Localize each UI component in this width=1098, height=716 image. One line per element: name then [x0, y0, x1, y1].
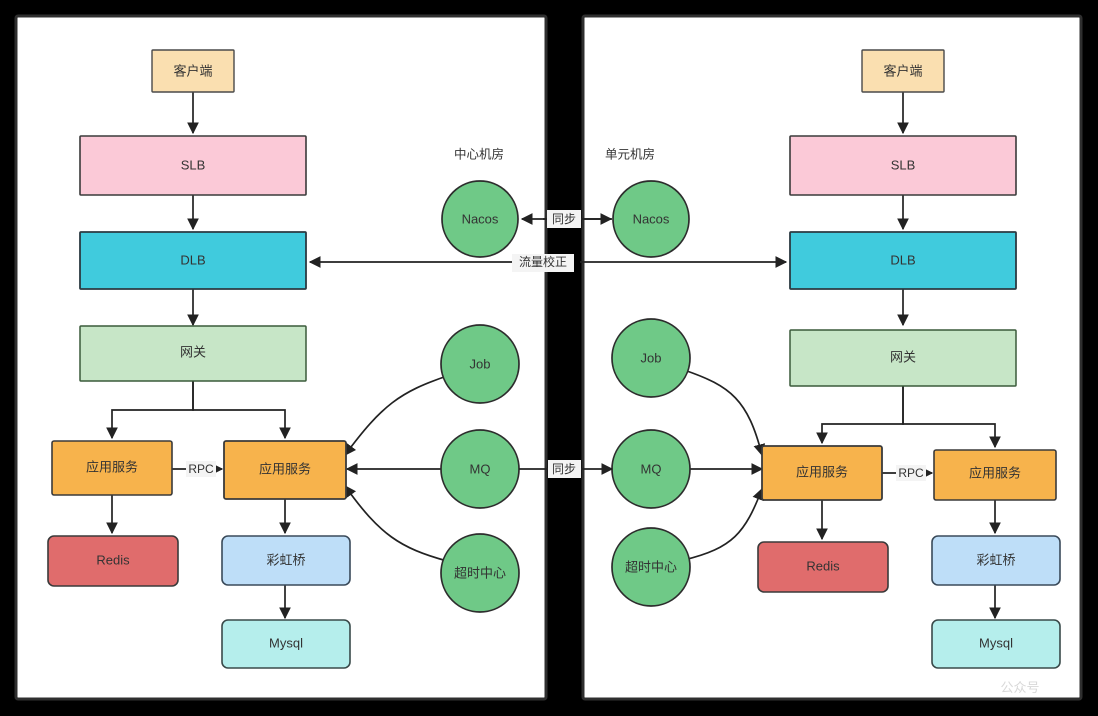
- right-node-nacos-label: Nacos: [633, 211, 670, 226]
- zone-label-center: 中心机房: [454, 146, 504, 161]
- traffic-correction-label-top: 流量校正: [519, 254, 567, 269]
- right-node-app-service-a-label: 应用服务: [796, 464, 848, 479]
- left-node-nacos[interactable]: [441, 180, 519, 258]
- right-rpc-label-bg: [896, 465, 926, 481]
- right-node-redis-label: Redis: [806, 558, 840, 573]
- left-edge-job-to-app-b: [344, 375, 448, 456]
- left-node-app-service-a[interactable]: [51, 440, 173, 496]
- left-node-timeout-center-label: 超时中心: [454, 565, 506, 580]
- left-node-redis[interactable]: [47, 535, 179, 587]
- right-edge-gateway-to-app-b: [902, 386, 1001, 449]
- right-node-client[interactable]: [861, 49, 945, 93]
- left-node-dlb-label: DLB: [180, 252, 205, 267]
- watermark: 公众号: [1000, 680, 1039, 695]
- right-node-app-service-b[interactable]: [933, 449, 1057, 501]
- left-edge-timeout-to-app-b: [344, 485, 448, 562]
- left-node-dlb[interactable]: [79, 231, 307, 290]
- nacos-sync-label-bg-top: [547, 210, 581, 228]
- right-node-job-label: Job: [641, 350, 662, 365]
- left-node-mq-label: MQ: [470, 461, 491, 476]
- mq-sync-label-top: 同步: [552, 462, 576, 476]
- left-node-bridge-label: 彩虹桥: [266, 552, 305, 567]
- right-node-client-label: 客户端: [883, 63, 922, 78]
- right-rpc-label: RPC: [898, 466, 924, 480]
- right-edge-timeout-to-app-a: [683, 487, 764, 561]
- right-node-mysql[interactable]: [931, 619, 1061, 669]
- right-node-app-service-a[interactable]: [761, 445, 883, 501]
- right-node-dlb-label: DLB: [890, 252, 915, 267]
- left-edge-gateway-to-app-b: [192, 381, 291, 440]
- left-node-job-label: Job: [470, 356, 491, 371]
- left-node-app-service-b-label: 应用服务: [259, 461, 311, 476]
- right-node-timeout-center-label: 超时中心: [625, 559, 677, 574]
- right-node-gateway[interactable]: [789, 329, 1017, 387]
- traffic-correction-label-bg-top: [512, 254, 574, 272]
- left-node-slb-label: SLB: [181, 157, 206, 172]
- left-node-app-service-a-label: 应用服务: [86, 459, 138, 474]
- left-rpc-label: RPC: [188, 462, 214, 476]
- left-rpc-label-bg: [186, 461, 216, 477]
- left-node-mysql-label: Mysql: [269, 635, 303, 650]
- right-node-gateway-label: 网关: [890, 349, 916, 364]
- left-node-timeout-center[interactable]: [440, 533, 520, 613]
- left-node-bridge[interactable]: [221, 535, 351, 586]
- nacos-sync-label-top: 同步: [552, 212, 576, 226]
- left-node-redis-label: Redis: [96, 552, 130, 567]
- right-node-nacos[interactable]: [612, 180, 690, 258]
- right-node-dlb[interactable]: [789, 231, 1017, 290]
- left-node-client-label: 客户端: [173, 63, 212, 78]
- left-node-slb[interactable]: [79, 135, 307, 196]
- right-node-slb[interactable]: [789, 135, 1017, 196]
- mq-sync-label-bg-top: [548, 460, 581, 478]
- left-node-job[interactable]: [440, 324, 520, 404]
- right-node-job[interactable]: [611, 318, 691, 398]
- right-node-mysql-label: Mysql: [979, 635, 1013, 650]
- right-node-bridge-label: 彩虹桥: [976, 552, 1015, 567]
- right-node-app-service-b-label: 应用服务: [969, 465, 1021, 480]
- panel-divider: [549, 0, 580, 716]
- left-node-gateway-label: 网关: [180, 344, 206, 359]
- zone-label-unit: 单元机房: [605, 146, 655, 161]
- right-node-mq-label: MQ: [641, 461, 662, 476]
- left-node-app-service-b[interactable]: [223, 440, 347, 500]
- left-node-mysql[interactable]: [221, 619, 351, 669]
- right-node-bridge[interactable]: [931, 535, 1061, 586]
- left-node-nacos-label: Nacos: [462, 211, 499, 226]
- right-node-redis[interactable]: [757, 541, 889, 593]
- right-node-timeout-center[interactable]: [611, 527, 691, 607]
- left-node-gateway[interactable]: [79, 325, 307, 382]
- right-edge-job-to-app-a: [683, 369, 766, 457]
- right-node-slb-label: SLB: [891, 157, 916, 172]
- left-node-client[interactable]: [151, 49, 235, 93]
